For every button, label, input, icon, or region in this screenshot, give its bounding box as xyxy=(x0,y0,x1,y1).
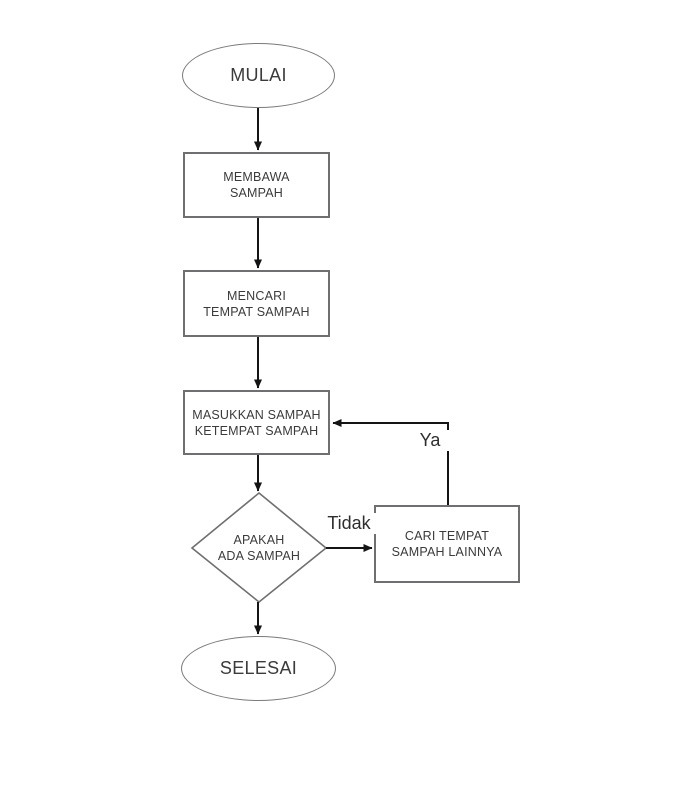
process-mencari-tempat-sampah: MENCARI TEMPAT SAMPAH xyxy=(183,270,330,337)
process-label-line: KETEMPAT SAMPAH xyxy=(194,423,319,438)
process-label-line: SAMPAH xyxy=(229,186,284,200)
process-masukkan-sampah: MASUKKAN SAMPAH KETEMPAT SAMPAH xyxy=(183,390,330,455)
process-label-line: CARI TEMPAT xyxy=(404,529,490,543)
decision-apakah-ada-sampah: APAKAH ADA SAMPAH xyxy=(192,499,326,596)
decision-label-line: APAKAH xyxy=(233,532,285,547)
process-label-line: MASUKKAN SAMPAH xyxy=(192,407,321,422)
start-label: MULAI xyxy=(230,65,287,85)
edge-label-tidak: Tidak xyxy=(322,513,376,534)
start-terminator: MULAI xyxy=(182,43,335,108)
decision-label-line: ADA SAMPAH xyxy=(217,548,301,563)
end-terminator: SELESAI xyxy=(181,636,336,701)
process-label-line: TEMPAT SAMPAH xyxy=(203,304,310,319)
process-label-line: SAMPAH LAINNYA xyxy=(391,545,503,559)
end-label: SELESAI xyxy=(219,658,298,678)
process-cari-tempat-sampah-lainnya: CARI TEMPAT SAMPAH LAINNYA xyxy=(374,505,520,583)
edge-label-ya: Ya xyxy=(408,430,452,451)
process-label-line: MENCARI xyxy=(226,288,287,303)
process-membawa-sampah: MEMBAWA SAMPAH xyxy=(183,152,330,218)
process-label-line: MEMBAWA xyxy=(223,170,290,184)
